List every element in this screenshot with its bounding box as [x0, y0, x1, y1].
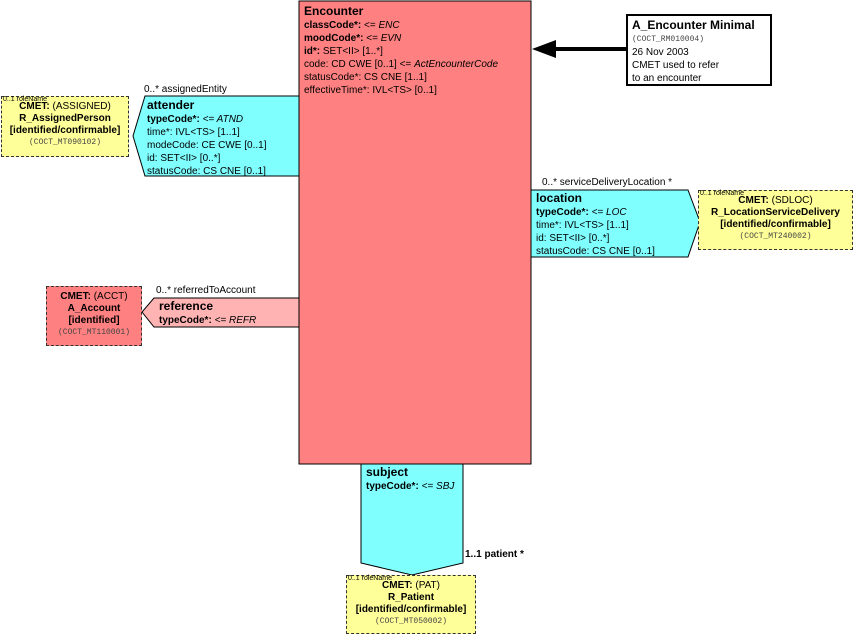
encounter-attr-moodcode: moodCode*: <= EVN [304, 33, 402, 44]
subject-title: subject [366, 465, 409, 479]
encounter-title: Encounter [304, 4, 364, 18]
subject-content: subject typeCode*: <= SBJ [366, 465, 454, 493]
reference-typecode: typeCode*: <= REFR [159, 315, 257, 326]
attender-participation-shape[interactable] [132, 95, 300, 177]
sdloc-cmet-name: R_LocationServiceDelivery [711, 207, 840, 218]
encounter-content: Encounter classCode*: <= ENC moodCode*: … [304, 4, 528, 97]
encounter-attr-id: id*: SET<II> [1..*] [304, 46, 383, 57]
attender-id: id: SET<II> [0..*] [147, 153, 221, 164]
attender-association-label: 0..* assignedEntity [144, 84, 227, 95]
attender-time: time*: IVL<TS> [1..1] [147, 127, 240, 138]
location-id: id: SET<II> [0..*] [536, 233, 610, 244]
cmet-account[interactable]: CMET: (ACCT) A_Account [identified] (COC… [46, 286, 142, 346]
assigned-cmet-qualifier: [identified/confirmable] [9, 125, 121, 136]
location-content: location typeCode*: <= LOC time*: IVL<TS… [536, 191, 655, 258]
patient-cmet-qualifier: [identified/confirmable] [355, 604, 467, 615]
assigned-cmet-name: R_AssignedPerson [19, 113, 111, 124]
location-participation-shape[interactable] [530, 189, 701, 258]
minimal-desc-line1: CMET used to refer [632, 60, 720, 71]
cmet-assigned-person[interactable]: 0..1 roleName CMET: (ASSIGNED) R_Assigne… [1, 96, 129, 157]
location-title: location [536, 191, 583, 205]
cmet-location-service-delivery[interactable]: 0..1 roleName CMET: (SDLOC) R_LocationSe… [698, 190, 853, 250]
location-association-label: 0..* serviceDeliveryLocation * [542, 177, 673, 188]
encounter-attr-effectivetime: effectiveTime*: IVL<TS> [0..1] [304, 85, 437, 96]
cmet-patient[interactable]: 0..1 roleName CMET: (PAT) R_Patient [ide… [346, 575, 476, 634]
assigned-cmet-code: (COCT_MT090102) [28, 138, 101, 147]
subject-participation-shape[interactable] [360, 463, 464, 576]
minimal-title: A_Encounter Minimal [632, 18, 755, 32]
attender-content: attender typeCode*: <= ATND time*: IVL<T… [147, 98, 267, 178]
attender-modecode: modeCode: CE CWE [0..1] [147, 140, 267, 151]
attender-statuscode: statusCode: CS CNE [0..1] [147, 166, 266, 177]
encounter-attr-classcode: classCode*: <= ENC [304, 20, 400, 31]
reference-content: reference typeCode*: <= REFR [159, 299, 256, 327]
minimal-desc-line2: to an encounter [632, 73, 702, 84]
subject-association-label: 1..1 patient * [465, 549, 524, 560]
location-time: time*: IVL<TS> [1..1] [536, 220, 629, 231]
patient-cmet-name: R_Patient [387, 592, 435, 603]
account-cmet-code: (COCT_MT110001) [57, 328, 130, 337]
sdloc-rolename: 0..1 roleName [700, 190, 744, 197]
assigned-cmet-type: CMET: (ASSIGNED) [19, 101, 111, 112]
reference-association-label: 0..* referredToAccount [156, 285, 256, 296]
sdloc-cmet-code: (COCT_MT240002) [739, 232, 812, 241]
attender-title: attender [147, 98, 195, 112]
assigned-rolename: 0..1 roleName [3, 96, 47, 103]
reference-title: reference [159, 299, 214, 313]
patient-cmet-type: CMET: (PAT) [382, 580, 440, 591]
sdloc-cmet-qualifier: [identified/confirmable] [720, 219, 831, 230]
location-statuscode: statusCode: CS CNE [0..1] [536, 246, 655, 257]
encounter-attr-code: code: CD CWE [0..1] <= ActEncounterCode [304, 59, 499, 70]
attender-typecode: typeCode*: <= ATND [147, 114, 244, 125]
minimal-date: 26 Nov 2003 [632, 47, 689, 58]
account-cmet-name: A_Account [67, 303, 121, 314]
entry-point-arrowhead [532, 40, 556, 58]
patient-cmet-code: (COCT_MT050002) [374, 617, 447, 626]
account-cmet-qualifier: [identified] [68, 315, 120, 326]
reference-act-relationship-shape[interactable] [141, 297, 300, 328]
account-cmet-type: CMET: (ACCT) [60, 291, 128, 302]
encounter-minimal-entry-box[interactable]: A_Encounter Minimal (COCT_RM010004) 26 N… [626, 14, 772, 86]
patient-rolename: 0..1 roleName [348, 575, 392, 582]
subject-typecode: typeCode*: <= SBJ [366, 481, 455, 492]
minimal-code: (COCT_RM010004) [632, 35, 705, 44]
encounter-act-box[interactable] [298, 0, 532, 465]
encounter-attr-statuscode: statusCode*: CS CNE [1..1] [304, 72, 427, 83]
location-typecode: typeCode*: <= LOC [536, 207, 627, 218]
sdloc-cmet-type: CMET: (SDLOC) [738, 195, 813, 206]
